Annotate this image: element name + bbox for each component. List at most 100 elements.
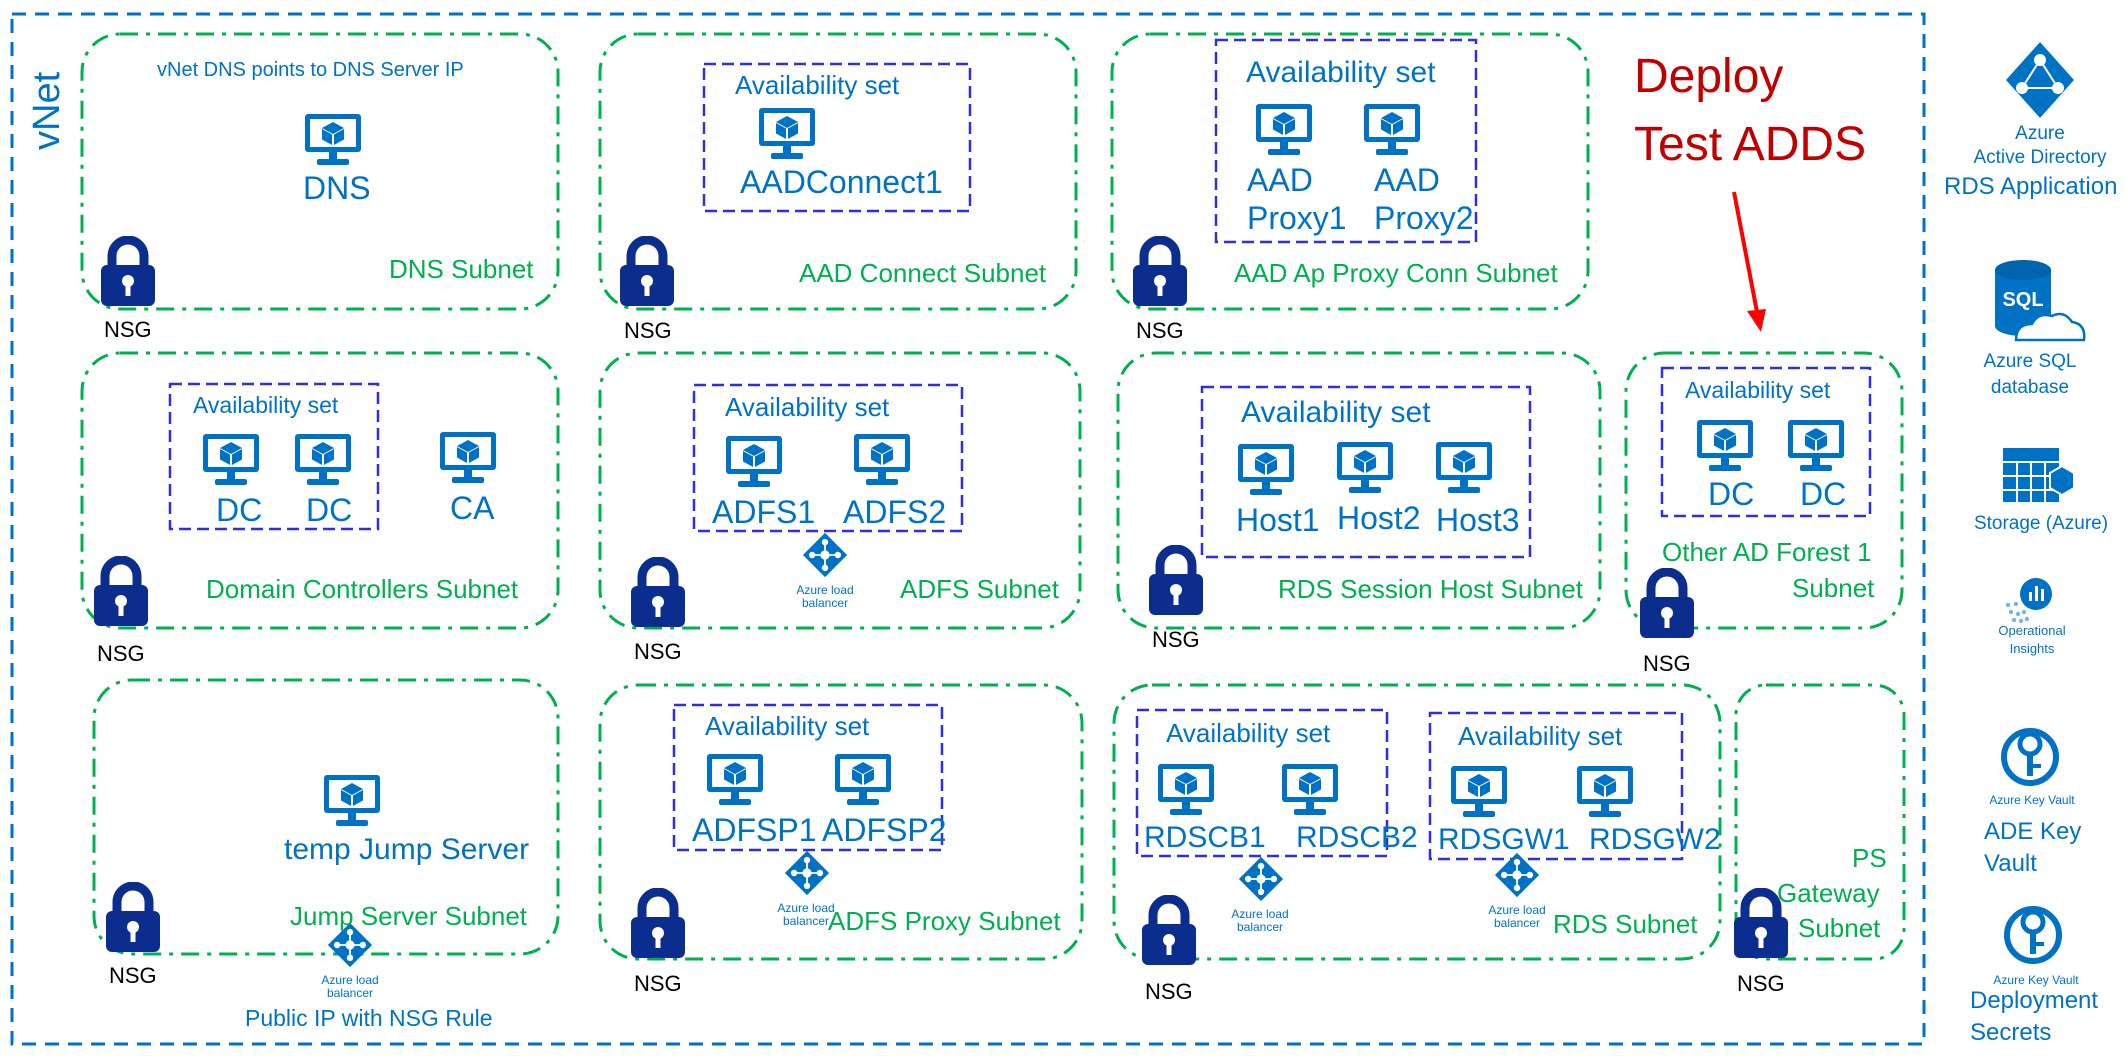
vm-icon-aadproxy1	[1256, 104, 1312, 155]
vm-icon-dns	[305, 114, 361, 165]
vm-label-ca: CA	[450, 490, 495, 526]
domain-controllers-subnet-box	[80, 351, 560, 630]
availability-set-label-other-forest: Availability set	[1685, 377, 1831, 403]
dns-subnet-note: vNet DNS points to DNS Server IP	[157, 59, 464, 81]
availability-set-rdsgw	[1428, 711, 1684, 861]
sidebar-kv2-line2: Secrets	[1970, 1019, 2052, 1046]
vm-label-aadconnect1: AADConnect1	[740, 164, 943, 200]
vm-icon-host1	[1238, 444, 1294, 495]
adfs-proxy-subnet-label: ADFS Proxy Subnet	[828, 906, 1061, 936]
sidebar-aad-line3: RDS Application	[1944, 173, 2118, 200]
dns-subnet-label: DNS Subnet	[389, 254, 534, 284]
vm-label-aadproxy2-line2: Proxy2	[1374, 200, 1474, 236]
ps-gateway-subnet-box	[1734, 683, 1906, 961]
nsg-lock-icon-dns	[101, 240, 155, 306]
vm-icon-other-dc1	[1697, 420, 1753, 471]
vm-icon-dc1	[203, 434, 259, 485]
vm-icon-aadproxy2	[1364, 104, 1420, 155]
load-balancer-label-rdsgw: Azure load balancer	[1488, 903, 1546, 931]
load-balancer-icon-rdscb	[1238, 856, 1284, 902]
aad-proxy-subnet-label: AAD Ap Proxy Conn Subnet	[1234, 258, 1558, 288]
vm-label-other-dc1: DC	[1708, 476, 1755, 512]
availability-set-label-aad-connect: Availability set	[735, 70, 900, 100]
azure-key-vault-icon-deployment	[2004, 906, 2062, 964]
nsg-label-rds-session: NSG	[1152, 627, 1200, 652]
sidebar-aad-line1: Azure	[2015, 123, 2065, 144]
vm-label-dns: DNS	[303, 170, 371, 206]
vm-icon-ca	[440, 432, 496, 483]
load-balancer-label-adfs-proxy: Azure load balancer	[777, 901, 835, 929]
rds-session-subnet-label: RDS Session Host Subnet	[1278, 574, 1583, 604]
vm-icon-other-dc2	[1788, 420, 1844, 471]
annotation-arrow	[1732, 191, 1759, 313]
nsg-label-aad-connect: NSG	[624, 318, 672, 343]
vm-label-rdscb1: RDSCB1	[1144, 821, 1266, 854]
adfs-subnet-box	[598, 351, 1082, 630]
availability-set-label-aad-proxy: Availability set	[1246, 56, 1436, 89]
availability-set-adfs	[692, 383, 964, 533]
sidebar-sql-line1: Azure SQL	[1983, 351, 2077, 372]
ps-gateway-label-line3: Subnet	[1798, 913, 1881, 943]
nsg-lock-icon-adfs	[631, 561, 685, 627]
nsg-lock-icon-other-forest	[1640, 572, 1694, 638]
sidebar-storage: Storage (Azure)	[1973, 513, 2109, 534]
rds-session-subnet-box	[1116, 351, 1602, 630]
storage-azure-icon	[2003, 448, 2075, 502]
vm-label-dc2: DC	[306, 492, 353, 528]
azure-active-directory-icon	[2006, 42, 2074, 118]
nsg-label-other-forest: NSG	[1643, 651, 1691, 676]
availability-set-aad-proxy	[1214, 38, 1478, 244]
aad-connect-subnet-box	[598, 32, 1078, 311]
jump-subnet-label: Jump Server Subnet	[290, 901, 528, 931]
availability-set-label-rds-session: Availability set	[1241, 396, 1431, 429]
vm-label-rdsgw1: RDSGW1	[1438, 823, 1570, 856]
operational-insights-icon	[2005, 578, 2052, 624]
vm-label-adfsp1: ADFSP1	[692, 812, 817, 848]
vm-label-aadproxy1-line2: Proxy1	[1247, 200, 1347, 236]
load-balancer-icon-adfs-proxy	[784, 850, 830, 896]
other-forest-subnet-box	[1624, 351, 1904, 630]
aad-connect-subnet-label: AAD Connect Subnet	[799, 258, 1047, 288]
availability-set-label-dc: Availability set	[193, 392, 339, 418]
load-balancer-label-jump: Azure load balancer	[321, 973, 379, 1001]
load-balancer-label-adfs: Azure load balancer	[796, 583, 854, 611]
nsg-lock-icon-rds	[1142, 899, 1196, 965]
vm-icon-adfs1	[726, 436, 782, 487]
svg-text:SQL: SQL	[2002, 289, 2043, 311]
annotation-arrow-head	[1747, 309, 1766, 332]
nsg-label-adfs-proxy: NSG	[634, 971, 682, 996]
availability-set-label-rdsgw: Availability set	[1458, 721, 1623, 751]
sidebar-kv2-line1: Deployment	[1970, 987, 2099, 1014]
rds-subnet-box	[1112, 683, 1722, 961]
sidebar-aad-line2: Active Directory	[1973, 147, 2107, 168]
nsg-lock-icon-adfs-proxy	[631, 892, 685, 958]
nsg-label-adfs: NSG	[634, 639, 682, 664]
nsg-lock-icon-jump	[106, 886, 160, 952]
dns-subnet-box	[80, 32, 560, 311]
availability-set-adfs-proxy	[672, 703, 944, 852]
vnet-label: vNet	[26, 71, 68, 150]
sidebar-kv1-line1: ADE Key	[1984, 818, 2082, 845]
vm-icon-rdsgw2	[1577, 766, 1633, 817]
vm-label-adfs2: ADFS2	[843, 494, 947, 530]
vm-icon-jump-server	[324, 775, 380, 826]
annotation-test-adds: Test ADDS	[1634, 118, 1867, 171]
availability-set-dc	[168, 382, 380, 531]
other-forest-subnet-label-line1: Other AD Forest 1	[1662, 537, 1872, 567]
nsg-label-ps-gateway: NSG	[1737, 971, 1785, 996]
vm-label-aadproxy1-line1: AAD	[1247, 162, 1313, 198]
nsg-lock-icon-aad-proxy	[1133, 240, 1187, 306]
availability-set-other-forest	[1660, 366, 1872, 518]
annotation-deploy: Deploy	[1634, 50, 1784, 103]
vm-icon-adfsp2	[835, 754, 891, 805]
load-balancer-icon-adfs	[802, 532, 848, 578]
vm-label-host2: Host2	[1337, 500, 1421, 536]
vm-label-rdsgw2: RDSGW2	[1589, 823, 1721, 856]
vm-label-host1: Host1	[1236, 502, 1320, 538]
jump-subnet-box	[92, 678, 560, 956]
vm-label-aadproxy2-line1: AAD	[1374, 162, 1440, 198]
sidebar-kv2-small: Azure Key Vault	[1993, 973, 2079, 987]
adfs-proxy-subnet-box	[598, 683, 1084, 961]
availability-set-label-adfs: Availability set	[725, 392, 890, 422]
